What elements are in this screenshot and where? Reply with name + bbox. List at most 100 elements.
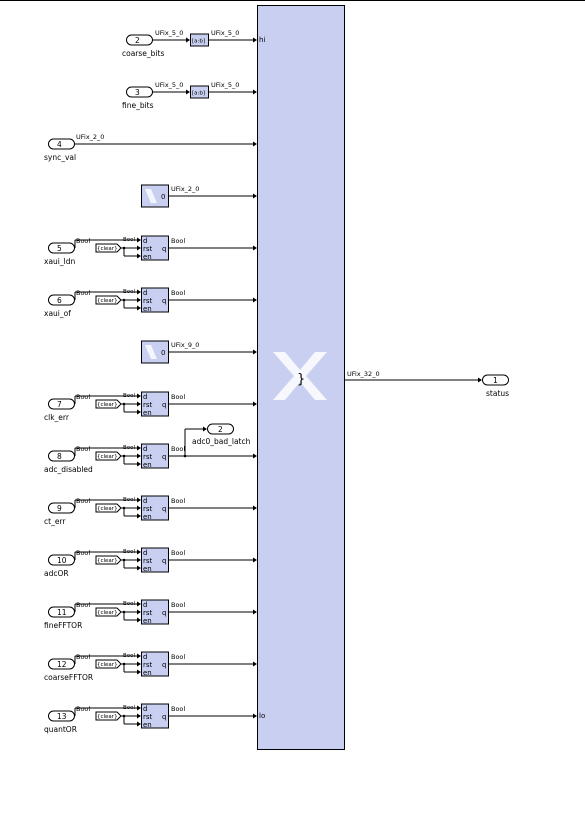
latch-pin-d: d [143, 445, 147, 453]
latch-pin-rst: rst [143, 505, 153, 513]
constant-value: 0 [161, 349, 165, 357]
input-port-coarse-bits[interactable]: 2 coarse_bits [122, 34, 164, 58]
clear-constant[interactable]: {clear} [95, 711, 122, 721]
input-port-number: 2 [135, 36, 140, 45]
clear-constant[interactable]: {clear} [95, 295, 122, 305]
latch-pin-rst: rst [143, 557, 153, 565]
clear-label: {clear} [97, 662, 118, 668]
output-port-status[interactable]: 1 status [482, 374, 510, 398]
output-dtype-label: UFix_32_0 [347, 370, 380, 378]
clear-constant[interactable]: {clear} [95, 659, 122, 669]
concat-symbol: } [297, 372, 305, 387]
latch-pin-q: q [162, 557, 166, 565]
latch-pin-d: d [143, 237, 147, 245]
wire-dtype-label: Bool [171, 705, 185, 713]
latch-pin-rst: rst [143, 713, 153, 721]
latch-pin-q: q [162, 245, 166, 253]
wire-dtype-label: Bool [171, 289, 185, 297]
clear-constant[interactable]: {clear} [95, 607, 122, 617]
input-port-name: sync_val [44, 153, 76, 162]
input-port-number: 7 [57, 400, 62, 409]
latch-pin-en: en [143, 513, 152, 521]
wire-dtype-label: Bool [123, 289, 136, 295]
clear-constant[interactable]: {clear} [95, 555, 122, 565]
latch-pin-rst: rst [143, 401, 153, 409]
input-port-number: 5 [57, 244, 62, 253]
clear-constant[interactable]: {clear} [95, 503, 122, 513]
wire-dtype-label: Bool [171, 237, 185, 245]
slice-block[interactable]: [a:b] [190, 85, 209, 99]
constant-block[interactable]: 0 [141, 184, 169, 208]
input-port-number: 3 [135, 88, 140, 97]
input-port-number: 6 [57, 296, 62, 305]
wire-dtype-label: Bool [123, 237, 136, 243]
wire-dtype-label: UFix_5_0 [211, 29, 239, 37]
output-port-name: status [486, 389, 509, 398]
wire-dtype-label: Bool [123, 445, 136, 451]
wire-dtype-label: Bool [76, 289, 90, 297]
clear-constant[interactable]: {clear} [95, 243, 122, 253]
tap-port-name: adc0_bad_latch [192, 437, 251, 446]
wire-dtype-label: Bool [123, 497, 136, 503]
xilinx-logo-icon [145, 189, 157, 203]
clear-constant[interactable]: {clear} [95, 399, 122, 409]
input-port-ct-err[interactable]: 9 ct_err [44, 502, 75, 526]
clear-label: {clear} [97, 558, 118, 564]
slice-block[interactable]: [a:b] [190, 33, 209, 47]
input-port-fine-bits[interactable]: 3 fine_bits [122, 86, 154, 110]
clear-label: {clear} [97, 246, 118, 252]
latch-pin-en: en [143, 721, 152, 729]
latch-pin-d: d [143, 705, 147, 713]
clear-label: {clear} [97, 506, 118, 512]
tap-port-number: 2 [218, 425, 223, 434]
clear-label: {clear} [97, 402, 118, 408]
latch-pin-d: d [143, 653, 147, 661]
wire-dtype-label: Bool [123, 393, 136, 399]
input-port-name: xaui_of [44, 309, 71, 318]
wire-dtype-label: Bool [171, 393, 185, 401]
input-port-xaui-of[interactable]: 6 xaui_of [44, 294, 75, 318]
latch-pin-rst: rst [143, 609, 153, 617]
latch-pin-en: en [143, 253, 152, 261]
output-port-adc0-bad-latch[interactable]: 2 adc0_bad_latch [192, 423, 251, 446]
wire-dtype-label: Bool [171, 549, 185, 557]
input-port-name: ct_err [44, 517, 66, 526]
input-port-name: fine_bits [122, 101, 154, 110]
wire-dtype-label: UFix_2_0 [76, 133, 104, 141]
constant-block[interactable]: 0 [141, 340, 169, 364]
input-port-number: 9 [57, 504, 62, 513]
latch-pin-q: q [162, 401, 166, 409]
clear-constant[interactable]: {clear} [95, 451, 122, 461]
output-port-number: 1 [493, 376, 498, 385]
latch-pin-d: d [143, 393, 147, 401]
wire-dtype-label: Bool [76, 237, 90, 245]
concat-block[interactable]: } hi lo [257, 5, 345, 750]
input-port-name: coarse_bits [122, 49, 164, 58]
latch-pin-q: q [162, 505, 166, 513]
